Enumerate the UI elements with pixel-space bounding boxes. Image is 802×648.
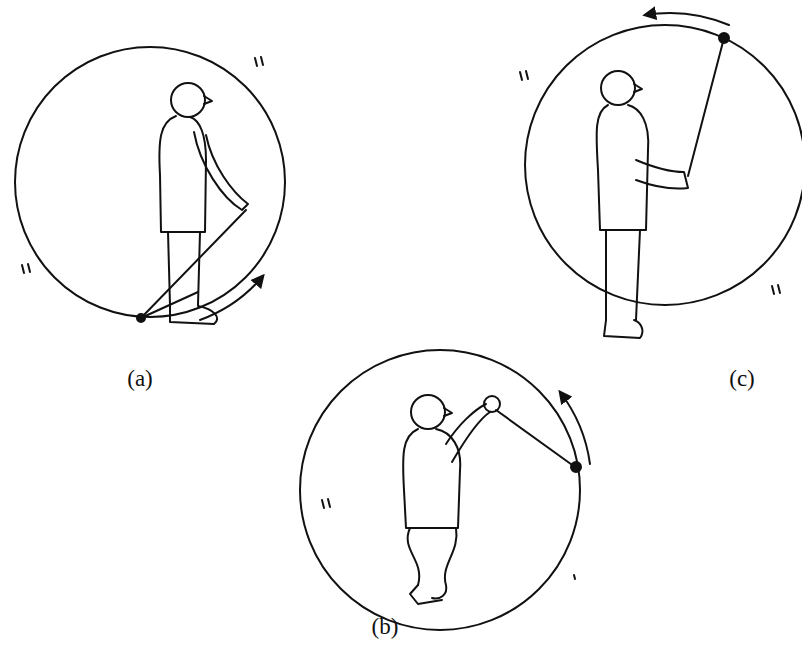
head [171, 83, 205, 117]
legs [606, 230, 640, 320]
shoe [170, 305, 217, 324]
torso [159, 116, 206, 232]
arm [636, 160, 688, 189]
ball [571, 462, 581, 472]
arm [194, 132, 248, 210]
motion-arrow [200, 276, 263, 320]
tick-mark [574, 575, 575, 579]
head [411, 395, 445, 429]
string [688, 38, 724, 176]
panel-c-drawing [520, 13, 802, 338]
panel-label: (b) [372, 614, 399, 639]
motion-arrow [560, 392, 590, 464]
path-circle [15, 47, 285, 317]
ball [137, 314, 145, 322]
tick-mark [255, 57, 263, 66]
tick-mark [322, 499, 330, 508]
torso [597, 105, 649, 230]
tick-mark [520, 71, 528, 80]
panel-a-drawing [15, 47, 285, 324]
shoe [410, 585, 442, 604]
string [141, 210, 246, 318]
panel-b-drawing [300, 350, 590, 630]
string [141, 292, 198, 318]
head [601, 71, 635, 105]
torso [403, 429, 460, 528]
path-circle [525, 25, 802, 305]
nose [634, 84, 642, 92]
ball [719, 33, 729, 43]
panel-label: (c) [729, 366, 755, 391]
motion-arrow [645, 13, 729, 25]
tick-mark [772, 285, 780, 294]
shoe [604, 320, 642, 338]
string [496, 410, 575, 467]
panel-label: (a) [127, 366, 153, 391]
nose [444, 408, 452, 416]
arm [446, 404, 490, 462]
fist [484, 396, 500, 412]
tick-mark [22, 264, 30, 273]
path-circle [300, 350, 580, 630]
nose [204, 96, 212, 104]
